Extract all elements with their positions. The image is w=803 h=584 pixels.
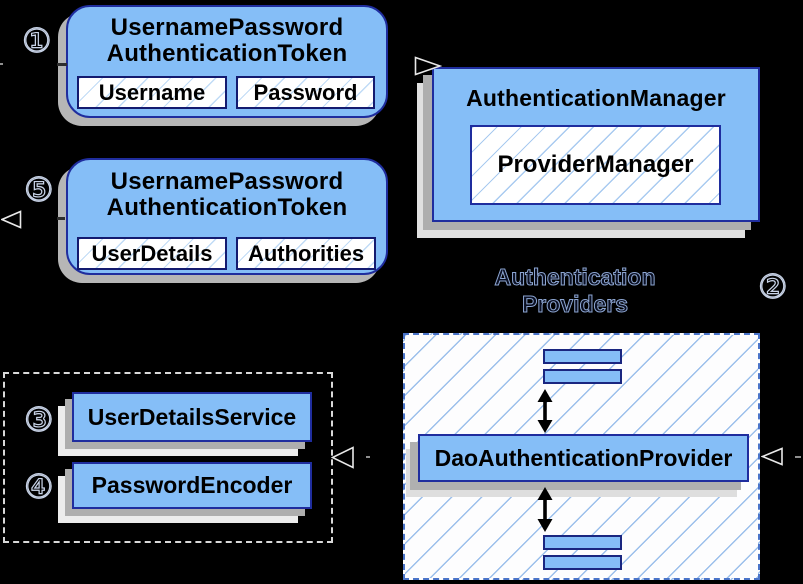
connector-tick (57, 63, 67, 66)
provider-stack-item (543, 535, 622, 550)
password-field-box: Password (236, 76, 375, 109)
node-title-line1: UsernamePassword (110, 14, 344, 41)
node-title-line2: AuthenticationToken (106, 194, 348, 221)
badge-step-4: ④ (23, 468, 54, 505)
open-arrow-left-icon (331, 446, 354, 469)
badge-step-5: ⑤ (23, 171, 54, 208)
badge-step-2: ② (757, 268, 788, 305)
provider-stack-item (543, 369, 622, 384)
username-field-label: Username (98, 79, 206, 105)
double-arrow-vertical-icon (537, 389, 553, 433)
authenticated-token-node: UsernamePassword AuthenticationToken Use… (66, 158, 388, 275)
authentication-providers-container: DaoAuthenticationProvider (403, 333, 760, 580)
node-title: UsernamePassword AuthenticationToken (68, 15, 386, 67)
userdetails-field-box: UserDetails (77, 237, 227, 270)
userdetails-field-label: UserDetails (91, 240, 213, 266)
node-title-line1: UsernamePassword (110, 168, 344, 195)
password-field-label: Password (253, 79, 358, 105)
double-arrow-vertical-icon (537, 487, 553, 532)
user-details-service-node: UserDetailsService (72, 392, 312, 442)
badge-step-1: ① (21, 22, 52, 59)
connector-tick (57, 217, 65, 220)
authorities-field-label: Authorities (247, 240, 365, 266)
authentication-manager-node: AuthenticationManager ProviderManager (432, 67, 760, 222)
open-arrow-right-icon (414, 56, 442, 76)
node-title-line2: AuthenticationToken (106, 40, 348, 67)
connector-stub (0, 63, 3, 65)
dao-authentication-provider-label: DaoAuthenticationProvider (434, 444, 733, 471)
username-password-token-node: UsernamePassword AuthenticationToken Use… (66, 5, 388, 118)
provider-manager-label: ProviderManager (497, 151, 694, 178)
dao-authentication-provider-node: DaoAuthenticationProvider (418, 434, 749, 482)
password-encoder-label: PasswordEncoder (91, 472, 293, 498)
providers-label-line2: Providers (521, 291, 629, 318)
open-arrow-left-icon (761, 447, 783, 466)
open-arrow-left-icon (1, 210, 22, 229)
node-title: UsernamePassword AuthenticationToken (68, 169, 386, 221)
authentication-manager-title: AuthenticationManager (466, 85, 726, 111)
connector-stub (366, 456, 370, 458)
providers-label-line1: Authentication (494, 264, 656, 291)
badge-step-3: ③ (23, 401, 54, 438)
provider-manager-box: ProviderManager (470, 125, 721, 205)
password-encoder-node: PasswordEncoder (72, 462, 312, 509)
username-field-box: Username (77, 76, 227, 109)
provider-stack-item (543, 349, 622, 364)
authentication-providers-label: Authentication Providers (460, 264, 690, 318)
provider-stack-item (543, 555, 622, 570)
connector-stub (795, 456, 801, 458)
user-details-service-label: UserDetailsService (87, 403, 297, 430)
authorities-field-box: Authorities (236, 237, 376, 270)
